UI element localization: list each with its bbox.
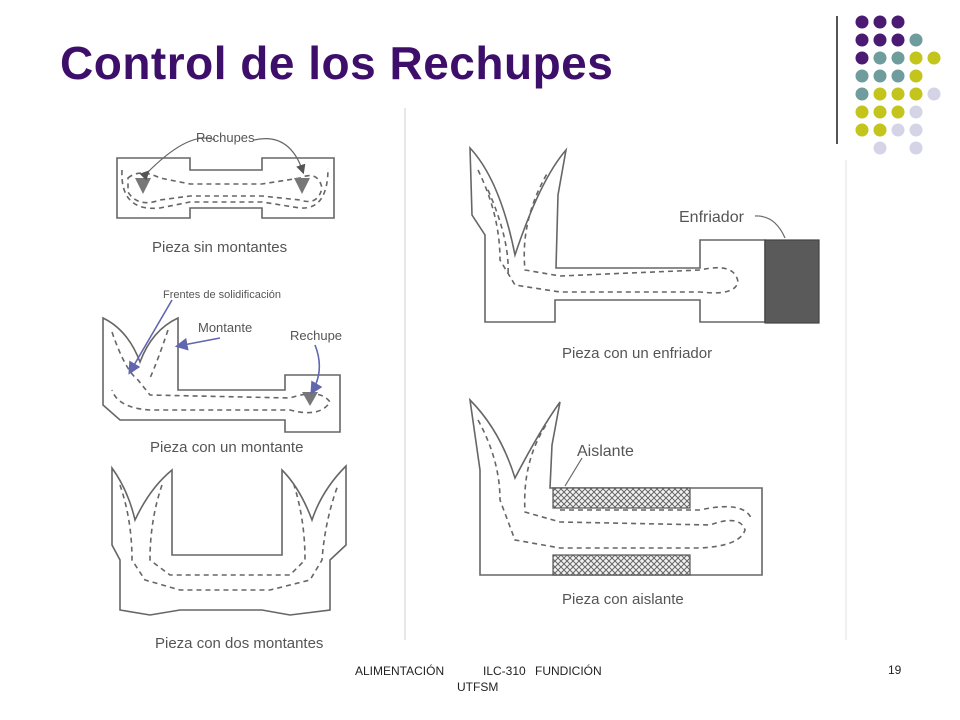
decorative-divider xyxy=(836,16,838,144)
footer-subject: FUNDICIÓN xyxy=(535,664,602,678)
caption-pieza-con-un-enfriador: Pieza con un enfriador xyxy=(562,345,712,362)
shrinkage-cavity-left xyxy=(135,178,151,194)
insulation-top xyxy=(552,487,691,509)
page-number: 19 xyxy=(888,663,902,677)
slide-title: Control de los Rechupes xyxy=(60,37,614,89)
decorative-dot-grid xyxy=(855,15,941,155)
caption-pieza-con-un-montante: Pieza con un montante xyxy=(150,439,303,456)
label-aislante: Aislante xyxy=(577,443,634,460)
label-frentes-de-solidificacion: Frentes de solidificación xyxy=(163,289,281,301)
label-rechupes: Rechupes xyxy=(196,130,255,145)
piece-with-two-risers xyxy=(111,464,347,616)
piece-with-chill xyxy=(469,145,766,323)
insulation-bottom xyxy=(552,554,691,576)
caption-pieza-sin-montantes: Pieza sin montantes xyxy=(152,239,287,256)
label-enfriador: Enfriador xyxy=(679,209,745,226)
label-montante: Montante xyxy=(198,320,252,335)
shrinkage-cavity-right xyxy=(294,178,310,194)
caption-pieza-con-aislante: Pieza con aislante xyxy=(562,591,684,608)
caption-pieza-con-dos-montantes: Pieza con dos montantes xyxy=(155,635,323,652)
piece-with-insulation xyxy=(468,397,763,576)
footer-institution: UTFSM xyxy=(457,680,499,694)
piece-without-risers xyxy=(116,157,335,219)
chill-block xyxy=(764,239,820,324)
footer-course-code: ILC-310 xyxy=(483,664,526,678)
shrinkage-cavity-riser-piece xyxy=(302,392,318,406)
footer-alimentacion: ALIMENTACIÓN xyxy=(355,664,445,678)
riser-illustration: Rechupes Pieza sin montantes Frentes de … xyxy=(102,108,847,652)
label-rechupe: Rechupe xyxy=(290,328,342,343)
